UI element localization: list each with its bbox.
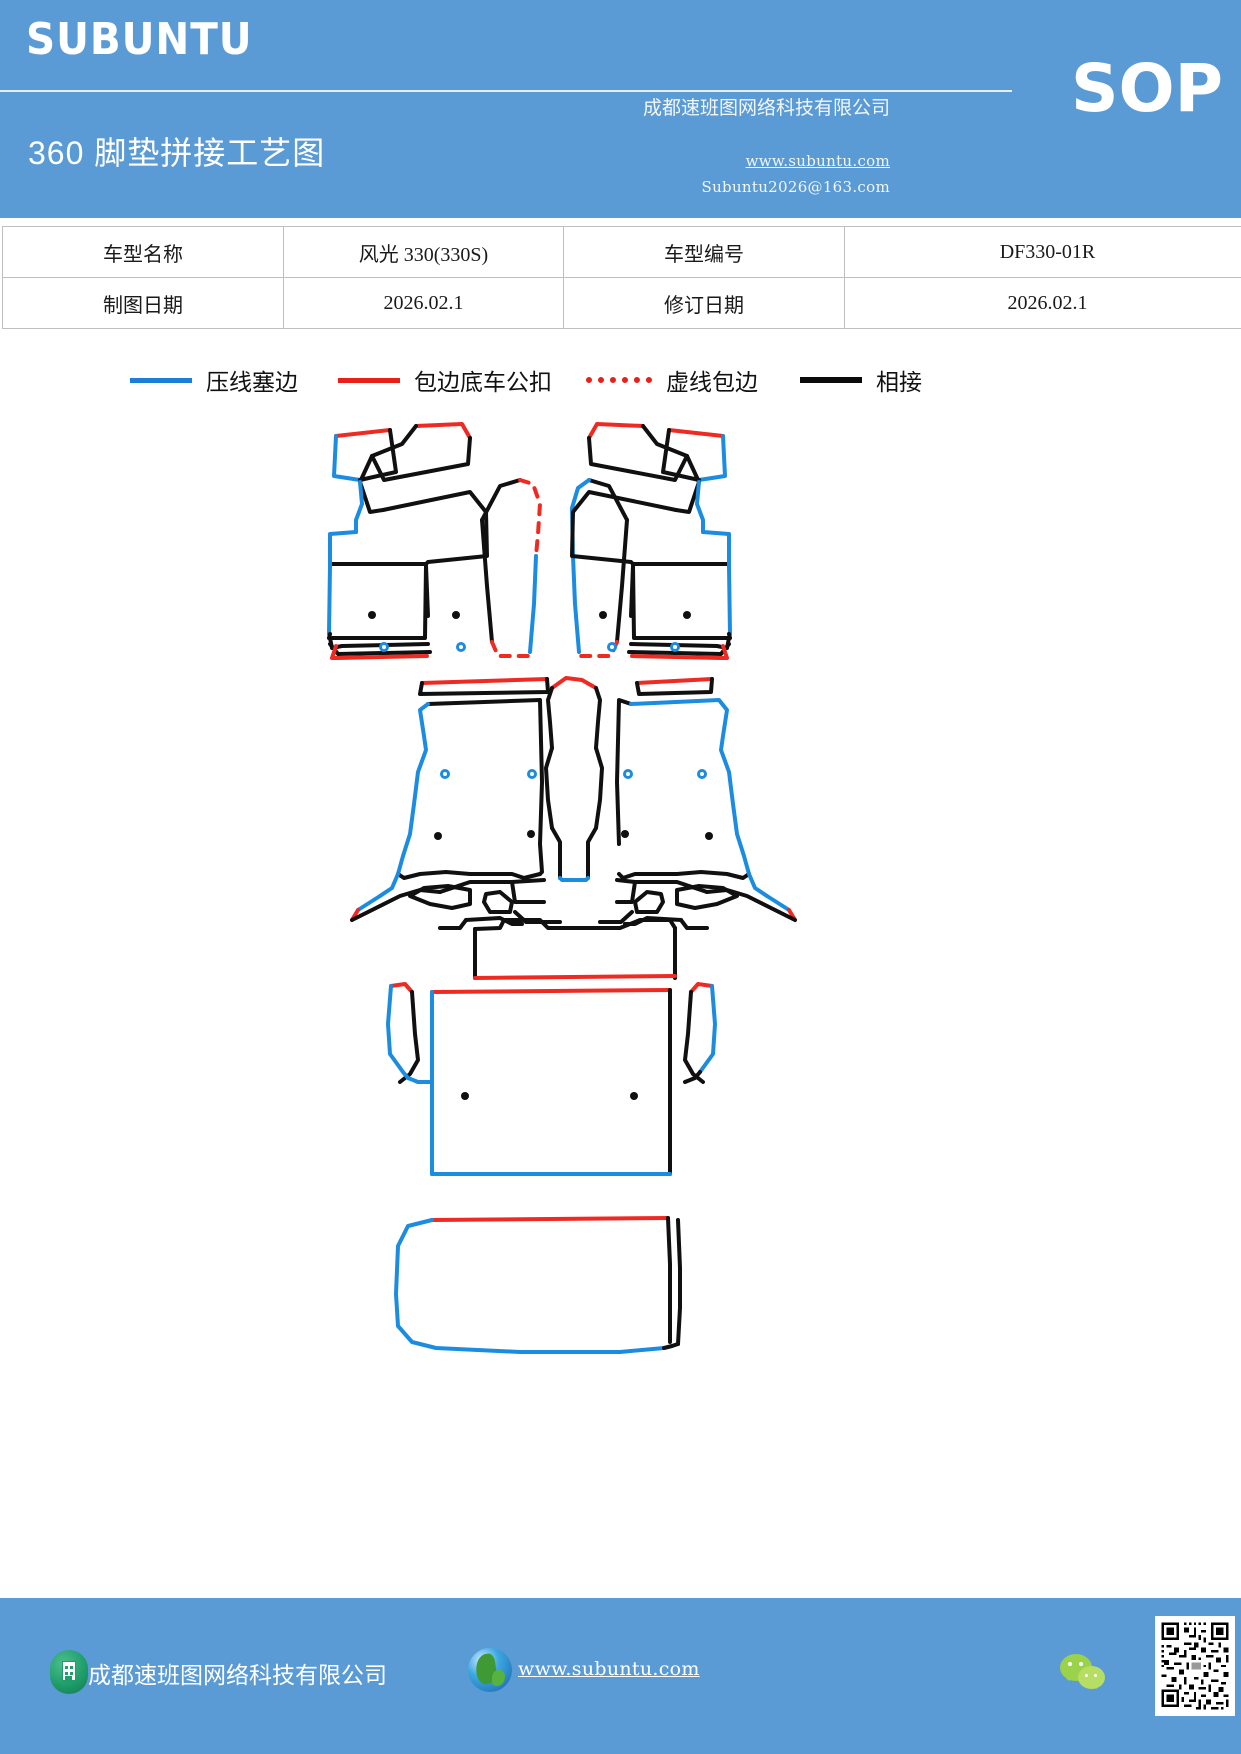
value-revision-date: 2026.02.1 (844, 277, 1241, 329)
value-model-code: DF330-01R (844, 226, 1241, 278)
front-left-mat (327, 422, 489, 660)
legend-label-press-seam: 压线塞边 (206, 370, 298, 395)
trunk-mat (394, 1216, 682, 1354)
third-row-mat (386, 982, 717, 1176)
legend-label-dashed-edge: 虚线包边 (666, 370, 758, 395)
page-title: 360 脚垫拼接工艺图 (28, 135, 326, 171)
legend-item-press-seam: 压线塞边 (130, 356, 298, 404)
legend-swatch-black (800, 377, 862, 383)
wechat-icon (1060, 1654, 1110, 1694)
floor-mat-pattern-drawing (0, 404, 1241, 1444)
label-model-name: 车型名称 (2, 226, 284, 278)
legend-label-join: 相接 (876, 370, 922, 395)
footer-website-link[interactable]: www.subuntu.com (518, 1658, 700, 1680)
legend: 压线塞边 包边底车公扣 虚线包边 相接 (0, 356, 1241, 404)
table-row: 制图日期 2026.02.1 修订日期 2026.02.1 (2, 277, 1241, 329)
header-company-name: 成都速班图网络科技有限公司 (642, 98, 890, 119)
sop-badge: SOP (1070, 50, 1223, 127)
vehicle-info-table: 车型名称 风光 330(330S) 车型编号 DF330-01R 制图日期 20… (2, 226, 1241, 329)
second-row-left-mat (350, 677, 562, 930)
footer-company-name: 成都速班图网络科技有限公司 (88, 1663, 387, 1688)
globe-icon (468, 1648, 512, 1692)
qr-code-svg (1159, 1620, 1231, 1712)
front-right-side-panel (570, 478, 629, 658)
legend-item-dashed-edge: 虚线包边 (586, 356, 758, 404)
legend-swatch-dotted-red (586, 377, 652, 383)
center-tunnel-strip (544, 676, 604, 882)
legend-swatch-red (338, 377, 400, 383)
value-draw-date: 2026.02.1 (283, 277, 564, 329)
pattern-svg (327, 422, 797, 1354)
center-tunnel-panel (473, 918, 677, 980)
building-icon (50, 1650, 88, 1694)
header-divider (0, 90, 1012, 92)
second-row-right-mat (598, 677, 797, 930)
label-revision-date: 修订日期 (563, 277, 845, 329)
front-left-side-panel (480, 478, 542, 658)
brand-logo: SUBUNTU (26, 14, 253, 65)
legend-label-edge-buckle: 包边底车公扣 (414, 370, 552, 395)
legend-swatch-blue (130, 377, 192, 383)
legend-item-edge-buckle: 包边底车公扣 (338, 356, 552, 404)
page-header: SUBUNTU 成都速班图网络科技有限公司 360 脚垫拼接工艺图 SOP ww… (0, 0, 1241, 218)
label-model-code: 车型编号 (563, 226, 845, 278)
front-right-mat (570, 422, 732, 660)
label-draw-date: 制图日期 (2, 277, 284, 329)
legend-item-join: 相接 (800, 356, 922, 404)
value-model-name: 风光 330(330S) (283, 226, 564, 278)
qr-code (1155, 1616, 1235, 1716)
table-row: 车型名称 风光 330(330S) 车型编号 DF330-01R (2, 226, 1241, 278)
header-email[interactable]: Subuntu2026@163.com (701, 178, 890, 196)
page-footer: 成都速班图网络科技有限公司 www.subuntu.com (0, 1598, 1241, 1754)
header-website-link[interactable]: www.subuntu.com (745, 152, 890, 170)
